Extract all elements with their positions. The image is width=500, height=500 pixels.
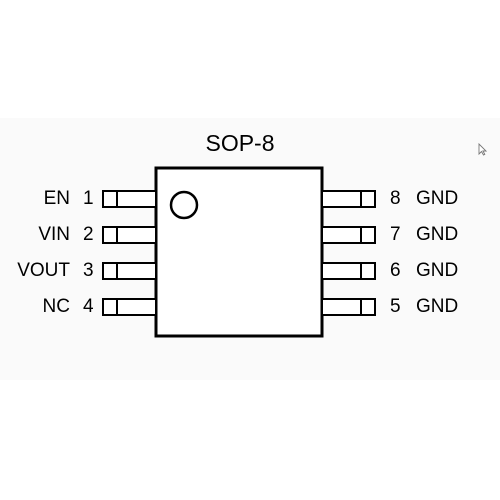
left-lead-1 [102, 190, 157, 208]
pin-name-4: NC [42, 296, 70, 317]
mouse-pointer-icon [478, 143, 487, 156]
package-body [154, 166, 324, 338]
package-title: SOP-8 [205, 130, 275, 156]
pin-number-8: 8 [390, 188, 401, 209]
pin-name-2: VIN [38, 224, 70, 245]
left-lead-4 [102, 298, 157, 316]
pin-number-2: 2 [83, 224, 94, 245]
pin-name-8: GND [416, 188, 459, 209]
pin-name-7: GND [416, 224, 459, 245]
pin-number-3: 3 [83, 260, 94, 281]
right-lead-8 [321, 190, 376, 208]
pin-name-1: EN [43, 188, 70, 209]
pin-name-5: GND [416, 296, 459, 317]
right-lead-5 [321, 298, 376, 316]
right-lead-7 [321, 226, 376, 244]
right-lead-6 [321, 262, 376, 280]
pin-number-4: 4 [83, 296, 94, 317]
pin-number-6: 6 [390, 260, 401, 281]
pin-name-3: VOUT [17, 260, 70, 281]
pin-number-7: 7 [390, 224, 401, 245]
pin-number-5: 5 [390, 296, 401, 317]
left-lead-2 [102, 226, 157, 244]
pin-number-1: 1 [83, 188, 94, 209]
pin-name-6: GND [416, 260, 459, 281]
pin-one-dot-icon [169, 190, 199, 220]
left-lead-3 [102, 262, 157, 280]
